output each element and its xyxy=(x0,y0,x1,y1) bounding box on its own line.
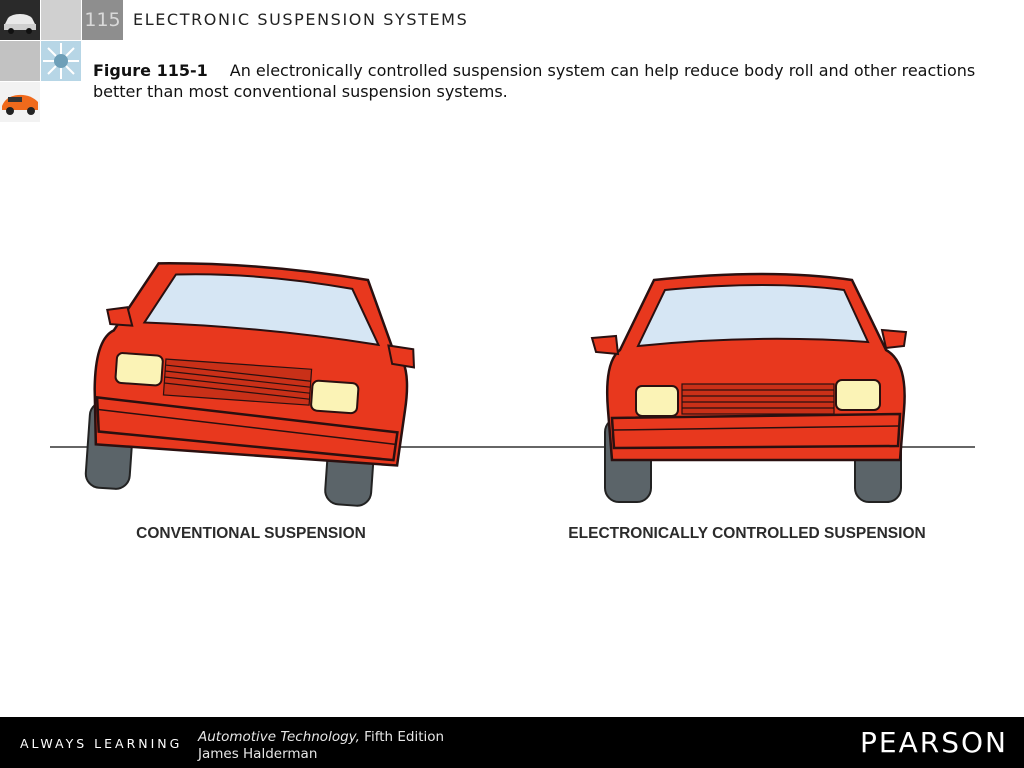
caption-text: An electronically controlled suspension … xyxy=(93,61,976,101)
side-mirror xyxy=(106,306,134,327)
book-author: James Halderman xyxy=(198,746,318,762)
chapter-title: ELECTRONIC SUSPENSION SYSTEMS xyxy=(133,10,469,29)
figure-label: Figure 115-1 xyxy=(93,61,208,80)
side-mirror xyxy=(880,328,908,350)
car-thumbnail xyxy=(0,0,40,40)
bumper xyxy=(610,412,902,450)
conventional-suspension-label: CONVENTIONAL SUSPENSION xyxy=(136,525,366,542)
headlight xyxy=(114,352,164,387)
headlight xyxy=(635,385,679,417)
gray-tile xyxy=(41,0,81,40)
white-car-icon xyxy=(0,0,40,40)
book-edition: Fifth Edition xyxy=(364,729,445,745)
gray-tile xyxy=(0,41,40,81)
conventional-car xyxy=(84,262,416,507)
footer-bar: ALWAYS LEARNING Automotive Technology, F… xyxy=(0,717,1024,768)
slogan: ALWAYS LEARNING xyxy=(20,736,183,751)
publisher-logo: PEARSON xyxy=(860,726,1008,759)
side-mirror xyxy=(387,344,416,369)
headlight xyxy=(310,379,360,415)
side-mirror xyxy=(590,334,620,356)
book-title: Automotive Technology, xyxy=(198,729,360,745)
gear-thumbnail xyxy=(41,41,81,81)
gear-icon xyxy=(41,41,81,81)
chapter-number: 115 xyxy=(82,0,123,40)
illustration-svg: CONVENTIONAL SUSPENSION ELECTRONICALLY C… xyxy=(50,262,975,542)
electronic-suspension-label: ELECTRONICALLY CONTROLLED SUSPENSION xyxy=(568,525,925,542)
windshield xyxy=(636,284,870,348)
electronic-car xyxy=(590,272,908,503)
header-thumbnails xyxy=(0,0,82,122)
book-title-line: Automotive Technology, Fifth Edition xyxy=(198,729,444,745)
orange-car-thumbnail xyxy=(0,82,40,122)
grille xyxy=(162,358,313,406)
bumper xyxy=(95,395,399,462)
suspension-comparison-illustration: CONVENTIONAL SUSPENSION ELECTRONICALLY C… xyxy=(40,250,990,560)
grille xyxy=(681,383,835,415)
orange-car-icon xyxy=(0,82,40,122)
headlight xyxy=(835,379,881,411)
windshield xyxy=(142,273,381,347)
